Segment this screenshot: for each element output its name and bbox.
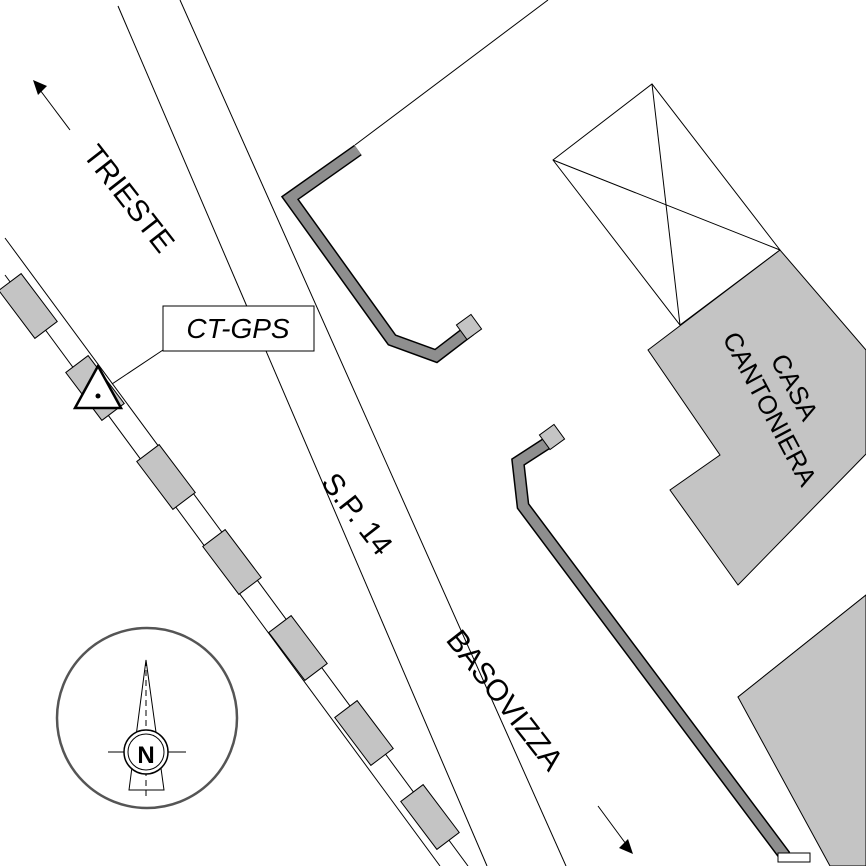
label-basovizza: BASOVIZZA — [439, 624, 569, 777]
south-arrow-right-icon — [597, 805, 633, 854]
railway-block — [268, 614, 328, 682]
outline-building-cross-2 — [651, 83, 681, 326]
wall-lower-post — [538, 423, 566, 451]
gps-station-triangle-icon — [72, 363, 124, 410]
lower-right-building-body — [737, 594, 866, 866]
station-label: CT-GPS — [186, 313, 290, 344]
wall-lower-fill — [512, 435, 790, 859]
wall-lower-end — [777, 852, 811, 863]
road-edge-right — [179, 0, 567, 866]
railway-block — [0, 272, 58, 340]
railway-block — [334, 699, 394, 767]
wall-upper-post — [455, 313, 483, 341]
compass-rose-icon — [55, 626, 239, 810]
railway-block — [136, 443, 196, 511]
compass-north-label: N — [137, 742, 154, 769]
railway-block — [400, 783, 460, 851]
railway-block — [202, 528, 262, 596]
railway-blocks — [0, 272, 460, 851]
label-trieste: TRIESTE — [76, 139, 180, 259]
label-road: S.P. 14 — [314, 467, 398, 562]
station-label-box — [162, 305, 315, 352]
road-edge-left — [117, 5, 488, 866]
north-arrow-left-icon — [33, 80, 71, 131]
casa-cantoniera-building — [647, 249, 866, 586]
property-line — [354, 0, 549, 146]
station-leader-line — [111, 349, 164, 385]
wall-upper-fill — [282, 145, 474, 362]
